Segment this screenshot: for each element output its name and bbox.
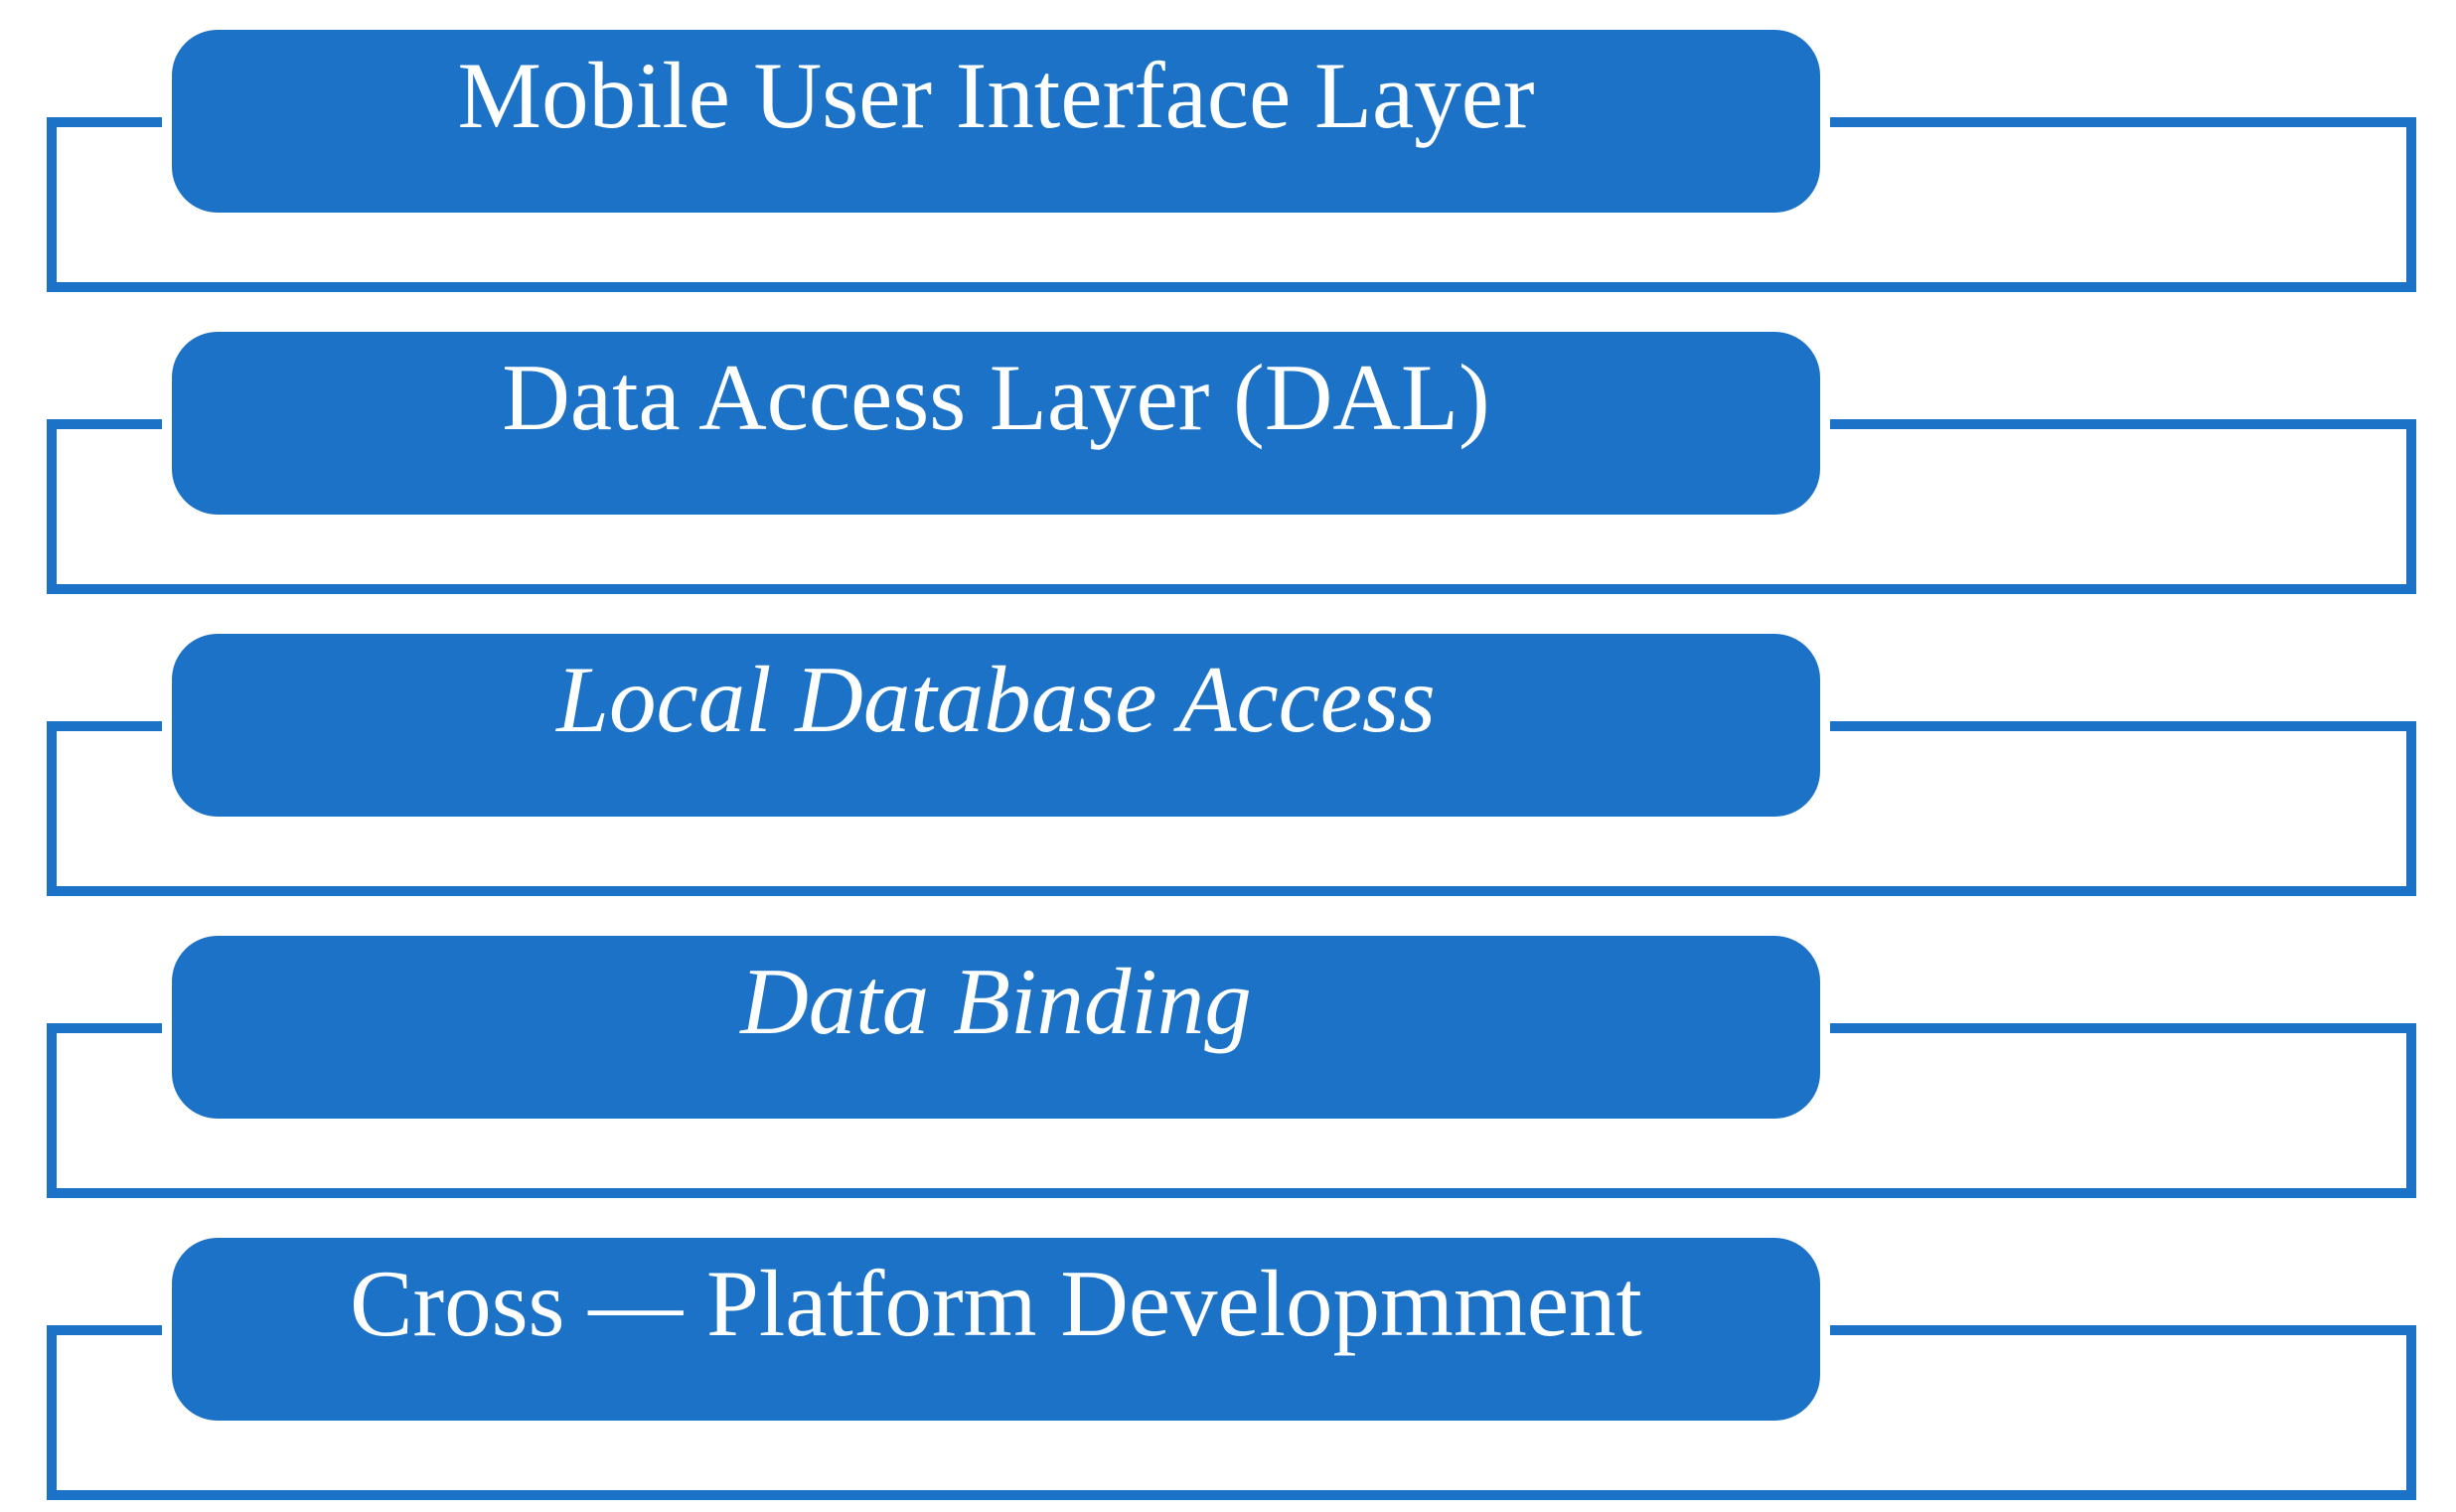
layer-box-mobile-user-interface: Mobile User Interface Layer: [172, 30, 1820, 213]
layer-label: Data Binding: [740, 949, 1252, 1054]
layer-row-cross-platform-development: Cross — Platform Developmment: [0, 1208, 2456, 1510]
layer-label: Mobile User Interface Layer: [457, 43, 1535, 148]
layer-box-local-database-access: Local Database Access: [172, 634, 1820, 817]
layer-label: Local Database Access: [556, 647, 1436, 752]
layer-row-mobile-user-interface: Mobile User Interface Layer: [0, 0, 2456, 302]
layer-box-data-access: Data Access Layer (DAL): [172, 332, 1820, 515]
layer-label: Data Access Layer (DAL): [502, 345, 1490, 450]
layer-box-data-binding: Data Binding: [172, 936, 1820, 1119]
layer-row-local-database-access: Local Database Access: [0, 604, 2456, 906]
layer-row-data-binding: Data Binding: [0, 906, 2456, 1208]
layer-row-data-access: Data Access Layer (DAL): [0, 302, 2456, 604]
layer-box-cross-platform-development: Cross — Platform Developmment: [172, 1238, 1820, 1421]
layer-label: Cross — Platform Developmment: [350, 1251, 1642, 1356]
